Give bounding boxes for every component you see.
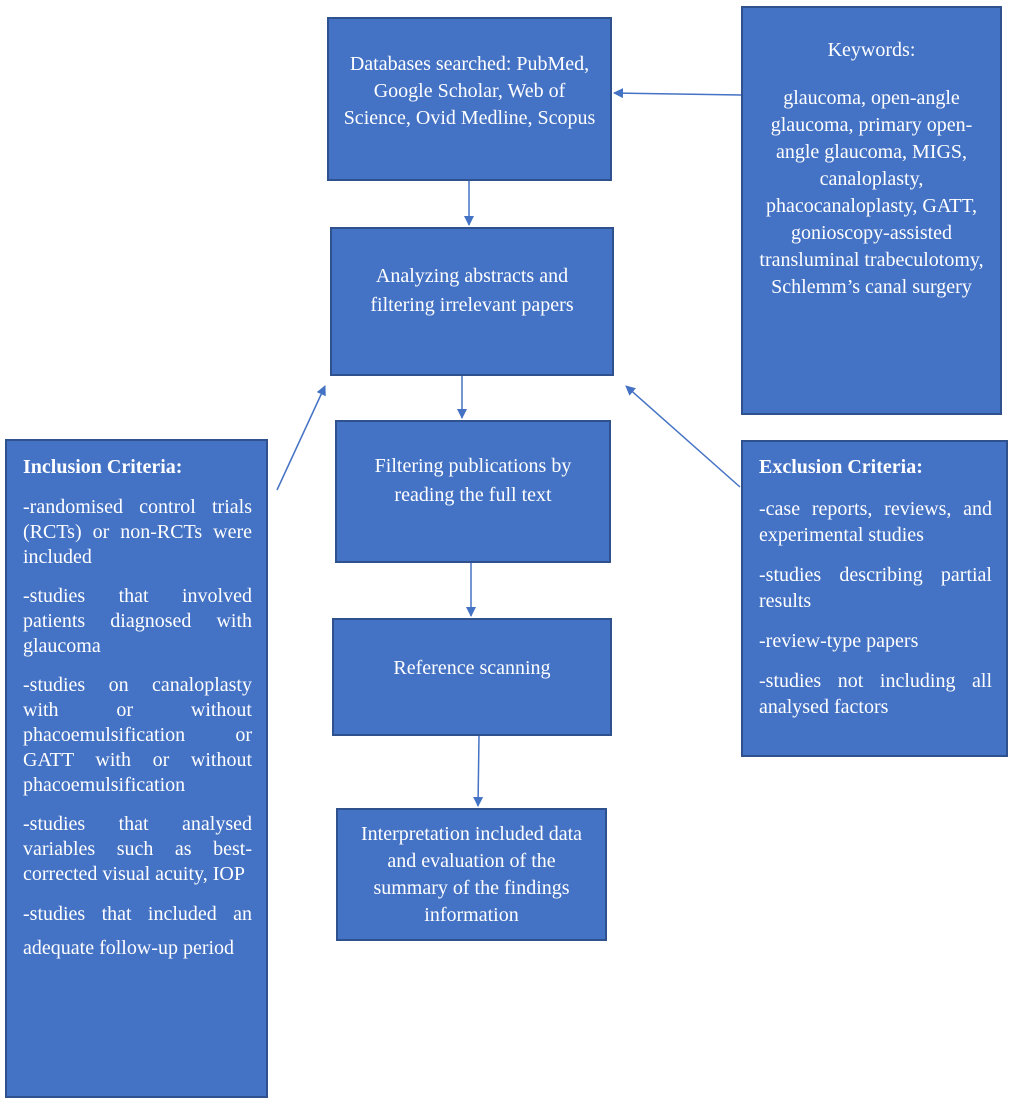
exclusion-item-partial-results: -studies describing partial results — [759, 564, 992, 612]
inclusion-title: Inclusion Criteria: — [23, 456, 183, 478]
keywords-box: Keywords: glaucoma, open-angle glaucoma,… — [741, 6, 1002, 415]
databases-text: Databases searched: PubMed, Google Schol… — [343, 52, 596, 129]
arrow-reference-to-interpretation — [473, 735, 484, 807]
inclusion-item-patients: -studies that involved patients diagnose… — [23, 585, 252, 657]
interpretation-box: Interpretation included data and evaluat… — [336, 808, 607, 941]
exclusion-item-review-papers: -review-type papers — [759, 630, 919, 652]
inclusion-item-followup: -studies that included an adequate follo… — [23, 903, 252, 959]
keywords-title: Keywords: — [827, 39, 916, 61]
inclusion-item-rcts: -randomised control trials (RCTs) or non… — [23, 496, 252, 568]
arrow-inclusion-to-abstracts — [276, 385, 326, 491]
fulltext-text: Filtering publications by reading the fu… — [374, 454, 572, 506]
arrow-keywords-to-databases — [613, 88, 742, 99]
inclusion-item-procedures: -studies on canaloplasty with or without… — [23, 674, 252, 796]
inclusion-box: Inclusion Criteria: -randomised control … — [5, 439, 268, 1098]
reference-text: Reference scanning — [393, 656, 551, 679]
abstracts-text: Analyzing abstracts and filtering irrele… — [370, 264, 574, 316]
exclusion-item-case-reports: -case reports, reviews, and experimental… — [759, 498, 992, 546]
fulltext-box: Filtering publications by reading the fu… — [335, 420, 611, 563]
exclusion-item-factors: -studies not including all analysed fact… — [759, 670, 992, 718]
arrow-exclusion-to-abstracts — [625, 385, 741, 488]
abstracts-box: Analyzing abstracts and filtering irrele… — [330, 227, 614, 376]
reference-box: Reference scanning — [332, 618, 612, 736]
exclusion-title: Exclusion Criteria: — [759, 456, 923, 478]
databases-box: Databases searched: PubMed, Google Schol… — [327, 17, 612, 181]
inclusion-item-variables: -studies that analysed variables such as… — [23, 813, 252, 885]
exclusion-box: Exclusion Criteria: -case reports, revie… — [741, 440, 1008, 757]
keywords-text: glaucoma, open-angle glaucoma, primary o… — [759, 87, 984, 298]
interpretation-text: Interpretation included data and evaluat… — [360, 822, 582, 926]
